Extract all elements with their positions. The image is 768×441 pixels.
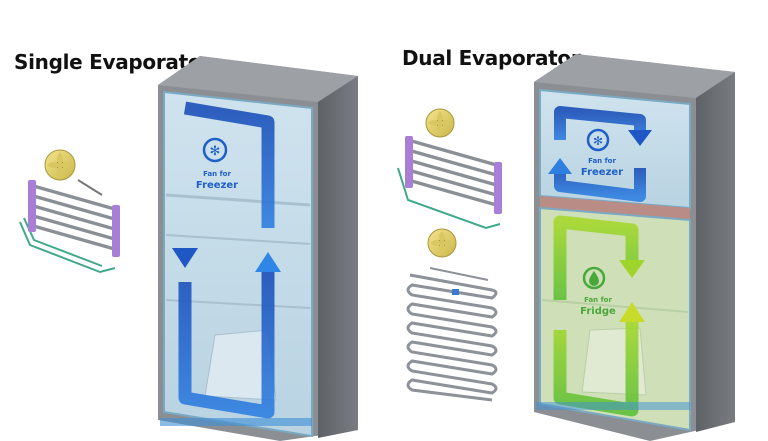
dual-freezer-fan-icon	[425, 108, 455, 138]
single-evaporator-heading: Single Evaporator	[14, 50, 211, 74]
dual-fridge-fan-label: Fan for Fridge	[580, 266, 616, 317]
dual-fridge-label-line2: Fridge	[580, 306, 616, 317]
single-fan-icon	[44, 149, 76, 181]
single-freezer-fan-label: ✻ Fan for Freezer	[196, 137, 238, 191]
single-airflow-arrows	[172, 101, 281, 419]
single-evaporator-coil	[19, 179, 120, 274]
water-drop-icon	[589, 271, 599, 286]
dual-refrigerator-cabinet: ✻ Fan for Freezer Fan for Fridge	[534, 54, 735, 441]
dual-freezer-label-line1: Fan for	[588, 157, 616, 165]
dual-freezer-label-line2: Freezer	[581, 167, 623, 178]
dual-freezer-evaporator-coil	[397, 136, 502, 230]
dual-fridge-label-line1: Fan for	[584, 296, 612, 304]
single-freezer-label-line1: Fan for	[203, 170, 231, 178]
dual-freezer-fan-label: ✻ Fan for Freezer	[581, 128, 623, 178]
dual-evaporator-heading: Dual Evaporator	[402, 46, 581, 70]
snowflake-icon: ✻	[593, 134, 603, 148]
dual-fridge-fan-icon	[427, 228, 457, 258]
dual-fridge-evaporator-coil	[406, 267, 498, 402]
snowflake-icon: ✻	[210, 144, 221, 159]
single-freezer-label-line2: Freezer	[196, 180, 238, 191]
dual-freezer-airflow-arrows	[548, 106, 652, 202]
single-refrigerator-cabinet: ✻ Fan for Freezer	[158, 56, 358, 441]
